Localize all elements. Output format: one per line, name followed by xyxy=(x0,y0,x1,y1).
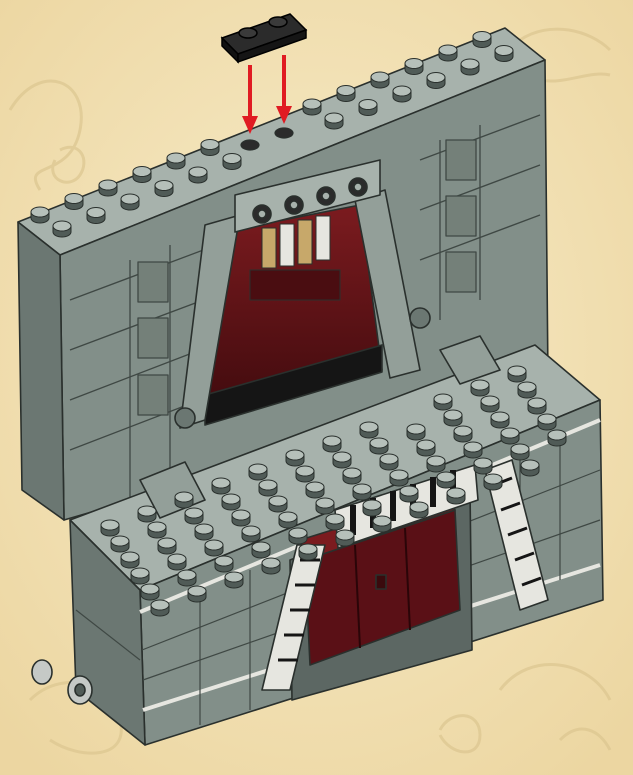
stud xyxy=(326,514,344,530)
stud xyxy=(185,508,203,524)
stud xyxy=(439,45,457,61)
stud xyxy=(131,568,149,584)
stud xyxy=(337,86,355,102)
stud xyxy=(31,207,49,223)
stud xyxy=(336,530,354,546)
stud xyxy=(528,398,546,414)
stud xyxy=(87,208,105,224)
stud xyxy=(188,586,206,602)
stud xyxy=(101,520,119,536)
stud xyxy=(373,516,391,532)
stud xyxy=(133,167,151,183)
stud xyxy=(53,221,71,237)
stud xyxy=(121,194,139,210)
stud xyxy=(508,366,526,382)
stud xyxy=(400,486,418,502)
stud xyxy=(195,524,213,540)
stud xyxy=(521,460,539,476)
stud xyxy=(410,502,428,518)
wall-pin-right xyxy=(410,308,430,328)
stud xyxy=(474,458,492,474)
stud xyxy=(249,464,267,480)
stud xyxy=(279,512,297,528)
stud xyxy=(427,73,445,89)
stud xyxy=(447,488,465,504)
stud xyxy=(393,86,411,102)
stud xyxy=(473,32,491,48)
stud xyxy=(471,380,489,396)
stud xyxy=(178,570,196,586)
stud xyxy=(286,450,304,466)
wall-pin-left xyxy=(175,408,195,428)
stud xyxy=(65,194,83,210)
stud xyxy=(491,412,509,428)
stud xyxy=(205,540,223,556)
stud xyxy=(262,558,280,574)
stud xyxy=(212,478,230,494)
stud xyxy=(167,153,185,169)
stud xyxy=(484,474,502,490)
stud xyxy=(363,500,381,516)
stud xyxy=(417,440,435,456)
stud xyxy=(303,99,321,115)
stud xyxy=(434,394,452,410)
stud xyxy=(360,422,378,438)
stud xyxy=(407,424,425,440)
stud xyxy=(189,167,207,183)
stud xyxy=(168,554,186,570)
stud xyxy=(454,426,472,442)
stud xyxy=(427,456,445,472)
stud xyxy=(215,556,233,572)
stud xyxy=(121,552,139,568)
stud xyxy=(99,180,117,196)
stud xyxy=(437,472,455,488)
stud xyxy=(444,410,462,426)
stud xyxy=(316,498,334,514)
stud xyxy=(223,154,241,170)
stud xyxy=(201,140,219,156)
stud xyxy=(111,536,129,552)
stud xyxy=(548,430,566,446)
stud xyxy=(323,436,341,452)
stud xyxy=(325,113,343,129)
stud xyxy=(259,480,277,496)
stud xyxy=(222,494,240,510)
stud xyxy=(252,542,270,558)
stud xyxy=(495,46,513,62)
stud xyxy=(296,466,314,482)
stud xyxy=(481,396,499,412)
stud xyxy=(155,181,173,197)
stud xyxy=(511,444,529,460)
stud xyxy=(461,59,479,75)
stud xyxy=(306,482,324,498)
stud xyxy=(333,452,351,468)
wall-left-side xyxy=(18,222,64,520)
stud xyxy=(138,506,156,522)
stud xyxy=(371,72,389,88)
stud xyxy=(151,600,169,616)
stud xyxy=(353,484,371,500)
stud xyxy=(141,584,159,600)
stud xyxy=(359,100,377,116)
stud xyxy=(518,382,536,398)
stud xyxy=(501,428,519,444)
stud xyxy=(390,470,408,486)
stud xyxy=(299,544,317,560)
stud xyxy=(269,496,287,512)
stud xyxy=(405,59,423,75)
stud xyxy=(225,572,243,588)
stud xyxy=(370,438,388,454)
stud xyxy=(380,454,398,470)
stud xyxy=(158,538,176,554)
stud xyxy=(343,468,361,484)
stud xyxy=(175,492,193,508)
stud xyxy=(242,526,260,542)
stud xyxy=(148,522,166,538)
stud xyxy=(232,510,250,526)
stud xyxy=(289,528,307,544)
stud xyxy=(464,442,482,458)
stud xyxy=(538,414,556,430)
